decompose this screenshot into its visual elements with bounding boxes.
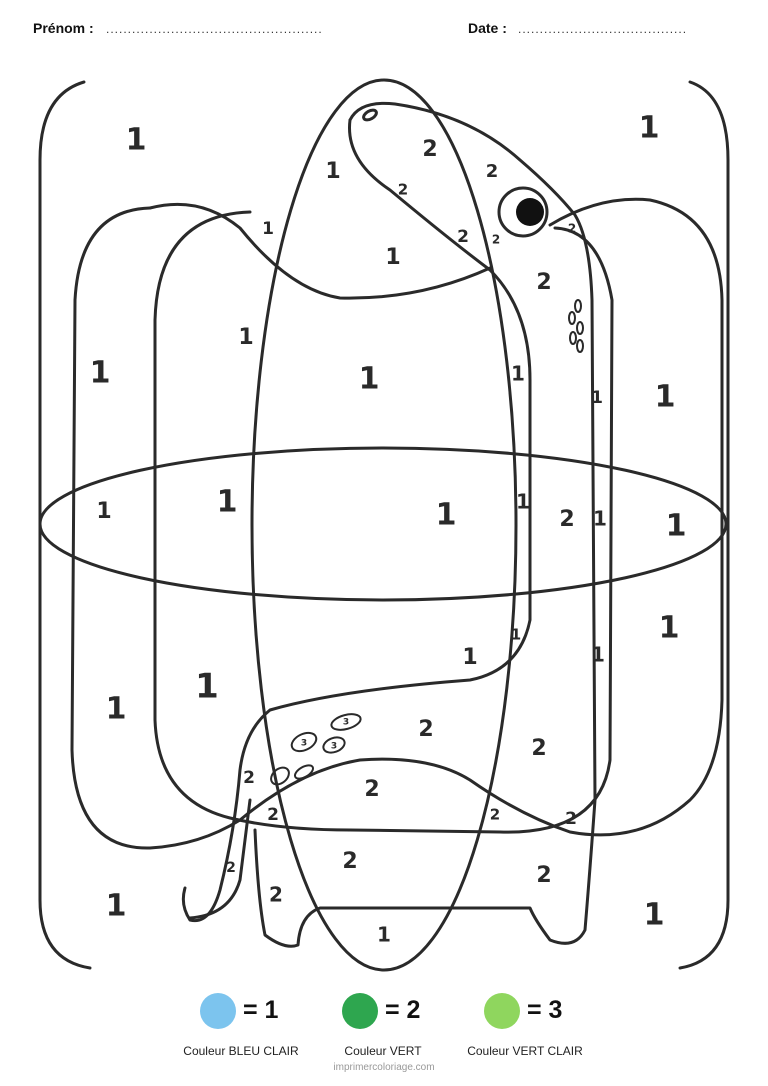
outline-frame-left bbox=[38, 80, 92, 970]
outline-frame-right bbox=[678, 80, 730, 970]
date-label: Date : bbox=[468, 20, 507, 36]
region-number: 2 bbox=[398, 181, 408, 199]
outline-lobe-top bbox=[148, 202, 492, 300]
legend-number: = 2 bbox=[385, 996, 421, 1024]
region-number: 1 bbox=[591, 388, 603, 408]
region-number: 2 bbox=[536, 270, 551, 295]
region-number: 1 bbox=[90, 356, 111, 391]
dino-spot-body-2 bbox=[290, 731, 318, 753]
region-number: 1 bbox=[511, 362, 525, 386]
dino-spot-head-1 bbox=[574, 299, 582, 313]
region-number: 2 bbox=[418, 717, 433, 742]
region-number: 1 bbox=[262, 219, 274, 239]
legend-number: = 3 bbox=[527, 996, 563, 1024]
outline-horizontal-ellipse bbox=[38, 446, 728, 602]
region-number: 1 bbox=[593, 507, 607, 531]
legend-item-1: = 1 Couleur BLEU CLAIR bbox=[141, 990, 341, 1060]
coloring-drawing: 1 1 1 2 2 2 1 2 2 1 2 2 1 1 1 1 1 1 1 1 … bbox=[38, 78, 730, 972]
dino-spot-body-4 bbox=[270, 766, 290, 786]
region-number: 1 bbox=[359, 362, 380, 397]
region-number: 1 bbox=[96, 499, 111, 524]
region-number: 1 bbox=[195, 667, 219, 707]
date-field[interactable]: ....................................... bbox=[518, 22, 688, 36]
region-number: 2 bbox=[565, 809, 577, 829]
region-number: 3 bbox=[331, 742, 337, 752]
prenom-label: Prénom : bbox=[33, 20, 94, 36]
region-number: 1 bbox=[516, 490, 530, 514]
footer-site[interactable]: imprimercoloriage.com bbox=[333, 1062, 435, 1073]
region-number: 2 bbox=[269, 883, 283, 907]
outline-dino-tail-line bbox=[188, 798, 252, 920]
legend-swatch-light-green bbox=[484, 993, 520, 1029]
region-number: 2 bbox=[492, 233, 500, 247]
worksheet-header: Prénom : ...............................… bbox=[0, 20, 768, 44]
region-number: 1 bbox=[106, 889, 127, 924]
region-number: 3 bbox=[301, 739, 307, 749]
outline-center-ellipse bbox=[250, 78, 518, 972]
region-number: 2 bbox=[422, 137, 437, 162]
outline-dino-neck-inner bbox=[181, 118, 532, 923]
region-number: 2 bbox=[364, 777, 379, 802]
outline-lobe-outer bbox=[70, 197, 724, 850]
region-number: 3 bbox=[343, 718, 349, 728]
legend-caption: Couleur VERT CLAIR bbox=[467, 1044, 583, 1058]
dino-spot-body-1 bbox=[330, 713, 362, 731]
legend-item-3: = 3 Couleur VERT CLAIR bbox=[425, 990, 625, 1060]
region-number: 1 bbox=[106, 692, 127, 727]
legend-swatch-light-blue bbox=[200, 993, 236, 1029]
region-number: 1 bbox=[436, 498, 457, 533]
region-number: 2 bbox=[531, 736, 546, 761]
legend-caption: Couleur VERT bbox=[344, 1044, 422, 1058]
region-number: 1 bbox=[385, 245, 400, 270]
region-number: 2 bbox=[536, 863, 551, 888]
region-number: 2 bbox=[267, 805, 279, 825]
region-number: 2 bbox=[559, 507, 574, 532]
region-number: 1 bbox=[591, 643, 605, 667]
region-number: 2 bbox=[486, 161, 499, 182]
region-number: 2 bbox=[342, 849, 357, 874]
dino-spot-body-3 bbox=[322, 736, 346, 754]
region-number: 2 bbox=[457, 227, 469, 247]
dino-spot-head-3 bbox=[576, 321, 584, 335]
outline-body bbox=[153, 210, 614, 834]
region-number: 1 bbox=[325, 159, 340, 184]
dino-nostril bbox=[362, 108, 378, 122]
region-number: 1 bbox=[639, 111, 660, 146]
region-number: 1 bbox=[238, 325, 253, 350]
region-number: 1 bbox=[511, 626, 521, 644]
region-number: 1 bbox=[659, 611, 680, 646]
legend-swatch-green bbox=[342, 993, 378, 1029]
dino-spot-head-5 bbox=[576, 339, 584, 353]
dino-spot-body-5 bbox=[293, 764, 315, 780]
region-number: 2 bbox=[243, 768, 255, 788]
dino-spot-head-2 bbox=[568, 311, 576, 325]
prenom-field[interactable]: ........................................… bbox=[106, 22, 323, 36]
legend-item-2: = 2 Couleur VERT bbox=[283, 990, 483, 1060]
region-number: 1 bbox=[217, 485, 238, 520]
legend-number: = 1 bbox=[243, 996, 279, 1024]
outline-dino-head bbox=[253, 101, 597, 948]
dino-eye-pupil bbox=[516, 198, 544, 226]
region-number: 1 bbox=[126, 123, 147, 158]
dino-spot-head-4 bbox=[569, 331, 577, 345]
region-number: 1 bbox=[462, 645, 477, 670]
region-number: 1 bbox=[644, 898, 665, 933]
region-number: 2 bbox=[568, 222, 576, 236]
legend-caption: Couleur BLEU CLAIR bbox=[183, 1044, 299, 1058]
color-legend: = 1 Couleur BLEU CLAIR = 2 Couleur VERT … bbox=[0, 990, 768, 1060]
region-number: 2 bbox=[226, 860, 236, 876]
region-number: 1 bbox=[377, 923, 391, 947]
region-number: 1 bbox=[666, 509, 687, 544]
region-number: 1 bbox=[655, 380, 676, 415]
region-number: 2 bbox=[490, 806, 500, 824]
